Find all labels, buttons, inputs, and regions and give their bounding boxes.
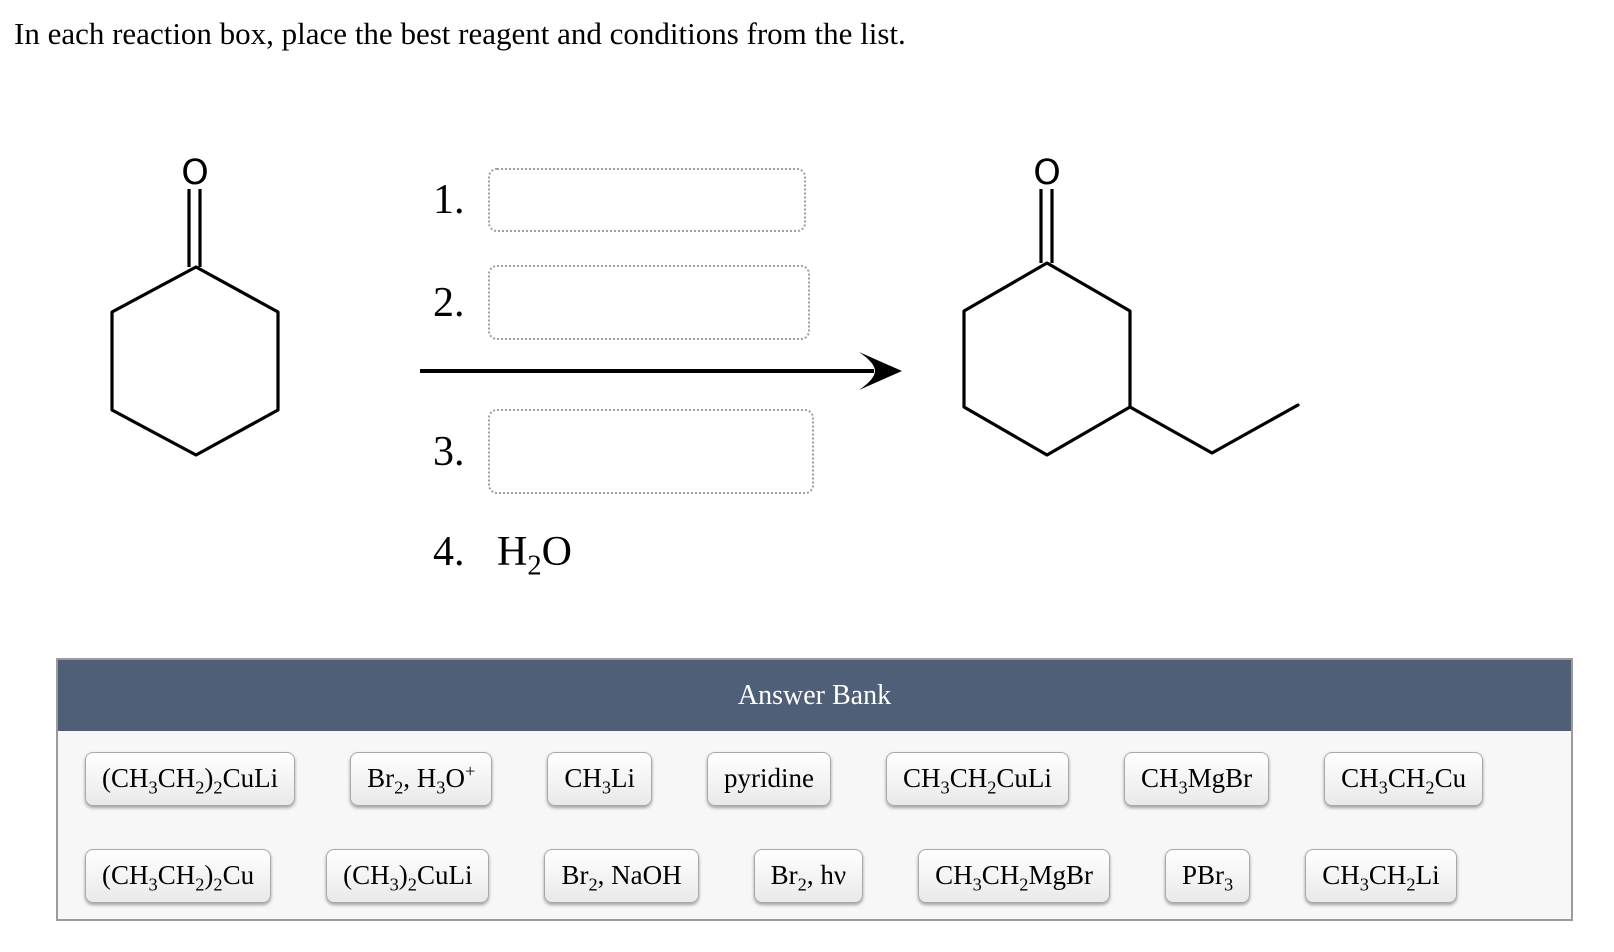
reaction-step-2: 2. xyxy=(433,265,810,340)
reagent-chip[interactable]: PBr3 xyxy=(1164,849,1251,903)
answer-bank-row-2: (CH3CH2)2Cu (CH3)2CuLi Br2, NaOH Br2, hν CH3… xyxy=(85,849,1571,903)
reagent-dropzone-1[interactable] xyxy=(488,168,806,232)
answer-bank-row-1: (CH3CH2)2CuLi Br2, H3O+ CH3Li pyridine CH3CH… xyxy=(85,752,1571,806)
reaction-step-4: 4. H2O xyxy=(433,528,572,582)
reagent-chip[interactable]: CH3CH2Li xyxy=(1305,849,1457,903)
reagent-chip[interactable]: Br2, NaOH xyxy=(544,849,699,903)
carbonyl-oxygen-label: O xyxy=(1033,153,1061,193)
reaction-arrow xyxy=(420,352,902,390)
reagent-chip[interactable]: pyridine xyxy=(707,752,832,806)
reagent-dropzone-3[interactable] xyxy=(488,409,814,494)
reagent-chip[interactable]: (CH3)2CuLi xyxy=(326,849,490,903)
step-number: 1. xyxy=(433,177,465,223)
reagent-chip[interactable]: CH3Li xyxy=(547,752,653,806)
step-number: 2. xyxy=(433,279,465,326)
ethyl-group-bond xyxy=(1128,403,1300,455)
reactant-structure: O xyxy=(110,153,280,457)
reagent-chip[interactable]: CH3CH2Cu xyxy=(1324,752,1484,806)
reagent-dropzone-2[interactable] xyxy=(488,265,810,340)
reagent-chip[interactable]: CH3CH2MgBr xyxy=(918,849,1110,903)
step-number: 3. xyxy=(433,428,465,475)
reagent-chip[interactable]: CH3MgBr xyxy=(1123,752,1270,806)
cyclohexane-ring xyxy=(110,265,280,457)
reagent-chip[interactable]: (CH3CH2)2CuLi xyxy=(85,752,296,806)
step-reagent-text: H2O xyxy=(497,529,572,582)
product-structure: O xyxy=(962,153,1300,457)
question-prompt: In each reaction box, place the best rea… xyxy=(14,16,906,51)
answer-bank-title: Answer Bank xyxy=(737,679,892,711)
reagent-chip[interactable]: Br2, hν xyxy=(753,849,864,903)
answer-bank: Answer Bank (CH3CH2)2CuLi Br2, H3O+ CH3Li p… xyxy=(56,658,1573,921)
reagent-chip[interactable]: Br2, H3O+ xyxy=(350,752,493,806)
reagent-chip[interactable]: (CH3CH2)2Cu xyxy=(85,849,272,903)
answer-bank-header: Answer Bank xyxy=(58,660,1571,731)
cyclohexane-ring xyxy=(962,261,1132,457)
carbonyl-oxygen-label: O xyxy=(181,153,209,193)
reagent-chip[interactable]: CH3CH2CuLi xyxy=(886,752,1069,806)
reaction-step-3: 3. xyxy=(433,409,814,494)
step-number: 4. xyxy=(433,529,465,575)
reaction-step-1: 1. xyxy=(433,168,806,232)
